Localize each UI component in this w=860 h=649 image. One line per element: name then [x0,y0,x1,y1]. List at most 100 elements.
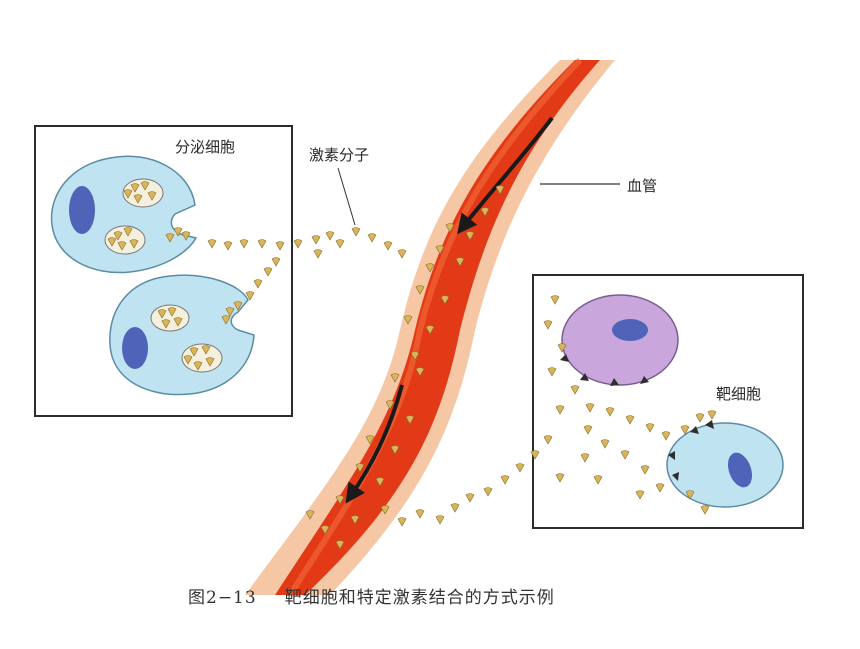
hormone-molecule [530,450,540,460]
hormone-molecule [555,405,565,415]
hormone-molecule [543,435,553,445]
nucleus [727,452,753,488]
target-cell-purple [560,294,679,386]
hormone-molecule [450,503,460,513]
hormone-molecule [311,235,321,245]
hormone-molecule [445,223,455,233]
hormone-molecule [253,279,263,289]
hormone-molecule [543,320,553,330]
hormone-molecule [583,425,593,435]
hormone-molecule [600,439,610,449]
hormone-molecule [233,301,243,311]
hormone-molecule [385,400,395,410]
hormone-molecules [107,181,717,550]
hormone-molecule [390,373,400,383]
hormone-molecule [207,239,217,249]
hormone-molecule [225,307,235,317]
nucleus [612,319,648,341]
hormone-molecule [305,510,315,520]
hormone-molecule [550,295,560,305]
hormone-molecule [415,509,425,519]
receptor [560,354,649,386]
hormone-molecule [435,515,445,525]
hormone-molecule [685,490,695,500]
hormone-molecule [313,249,323,259]
hormone-molecule [700,505,710,515]
hormone-molecule [350,515,360,525]
hormone-molecule [593,475,603,485]
hormone-molecule [275,241,285,251]
hormone-molecule [390,445,400,455]
blood-vessel-core [275,60,600,595]
hormone-molecule [147,191,157,201]
hormone-molecule [620,450,630,460]
hormone-molecule [355,463,365,473]
label-target-cell: 靶细胞 [716,385,762,403]
hormone-molecule [425,263,435,273]
hormone-molecule [140,181,150,191]
hormone-molecule [293,239,303,249]
hormone-molecule [403,315,413,325]
hormone-molecule [440,295,450,305]
hormone-molecule [130,183,140,193]
hormone-molecule [435,245,445,255]
hormone-molecule [625,415,635,425]
hormone-molecule [335,239,345,249]
hormone-molecule [193,361,203,371]
hormone-molecule [410,351,420,361]
secretory-cell-lower [109,274,255,396]
hormone-molecule [123,227,133,237]
hormone-molecule [570,385,580,395]
hormone-molecule [117,241,127,251]
hormone-molecule [325,231,335,241]
hormone-molecule [580,453,590,463]
hormone-molecule [335,540,345,550]
hormone-molecule [605,407,615,417]
hormone-molecule [515,463,525,473]
hormone-molecule [397,249,407,259]
hormone-molecule [585,403,595,413]
label-hormone-molecule: 激素分子 [309,146,370,164]
hormone-molecule [173,227,183,237]
hormone-molecule [129,239,139,249]
hormone-molecule [181,231,191,241]
hormone-molecule [500,475,510,485]
hormone-molecule [661,431,671,441]
hormone-molecule [367,233,377,243]
hormone-molecule [557,343,567,353]
hormone-molecule [383,241,393,251]
hormone-molecule [415,367,425,377]
secretory-cell-upper [50,155,198,274]
hormone-molecule [375,477,385,487]
hormone-molecule [645,423,655,433]
hormone-molecule [655,483,665,493]
hormone-molecule [415,285,425,295]
hormone-molecule [635,490,645,500]
hormone-molecule [221,315,231,325]
hormone-molecule [133,194,143,204]
hormone-molecule [157,309,167,319]
hormone-molecule [223,241,233,251]
label-secretory-cell: 分泌细胞 [175,138,236,156]
hormone-molecule [320,525,330,535]
flow-arrow-upper [457,116,554,235]
hormone-molecule [365,435,375,445]
hormone-molecule [263,267,273,277]
hormone-molecule [465,493,475,503]
hormone-molecule [695,413,705,423]
hormone-molecule [239,239,249,249]
hormone-molecule [201,345,211,355]
hormone-molecule [455,257,465,267]
hormone-molecule [351,227,361,237]
hormone-molecule [495,185,505,195]
target-cell-blue [666,420,784,508]
hormone-molecule [107,237,117,247]
hormone-molecule [335,495,345,505]
nucleus [69,186,95,234]
hormone-molecule [167,307,177,317]
hormone-molecule [245,291,255,301]
leader-line-hormone [337,167,356,226]
